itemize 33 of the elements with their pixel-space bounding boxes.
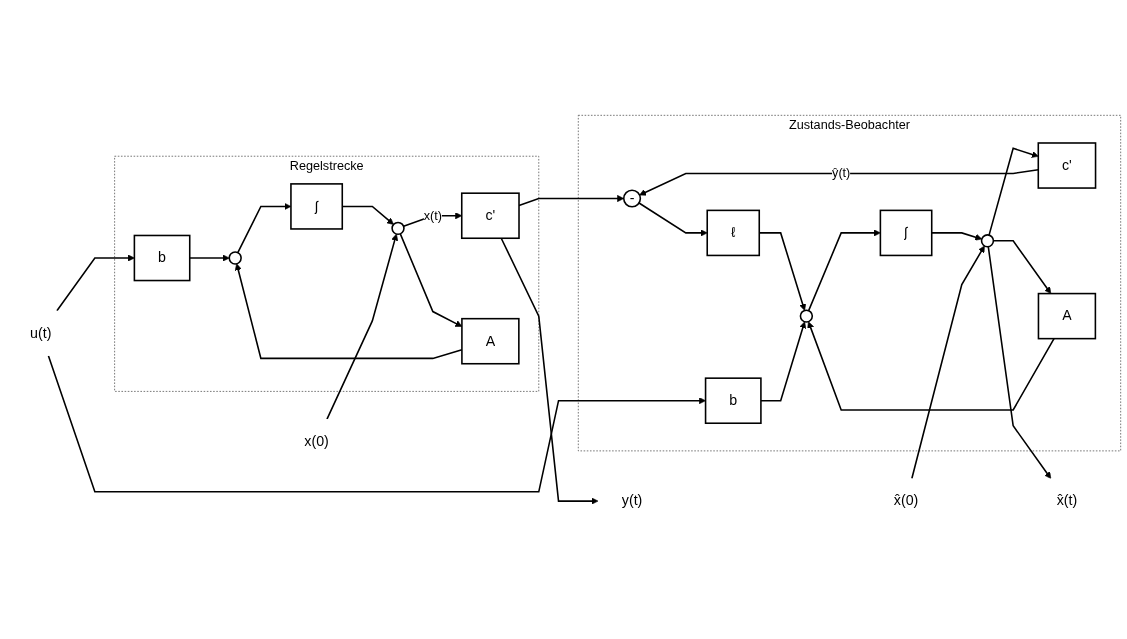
node-circle	[980, 234, 995, 248]
arrow	[56, 254, 135, 312]
node-box: ∫	[879, 209, 933, 257]
node-circle	[228, 251, 242, 265]
node-box: b	[133, 234, 191, 282]
node-text: x(0)	[304, 433, 329, 450]
arrow	[500, 237, 599, 505]
arrow	[911, 245, 985, 480]
node-box: c'	[460, 192, 520, 240]
node-text: u(t)	[30, 325, 52, 341]
node-circle	[391, 221, 405, 236]
edge-label: x(t)	[423, 208, 442, 223]
node-text: x̂(t)	[1056, 492, 1078, 509]
node-box: c'	[1037, 142, 1097, 189]
arrow	[992, 240, 1052, 294]
node-circle	[799, 309, 814, 323]
arrow	[807, 229, 881, 312]
arrow	[760, 321, 807, 402]
node-box: ℓ	[706, 209, 761, 257]
node-circle: -	[622, 189, 642, 208]
arrow	[326, 233, 399, 420]
node-box: A	[461, 317, 520, 365]
node-text: y(t)	[621, 492, 643, 509]
node-box: b	[704, 377, 762, 425]
arrow	[807, 321, 1055, 411]
node-box: A	[1037, 292, 1097, 340]
arrow	[47, 355, 706, 493]
arrow	[987, 245, 1052, 479]
arrow	[638, 202, 708, 237]
arrow	[988, 147, 1039, 236]
node-text: x̂(0)	[893, 492, 919, 509]
edge-label: ŷ(t)	[832, 166, 851, 180]
node-box: ∫	[290, 183, 344, 230]
